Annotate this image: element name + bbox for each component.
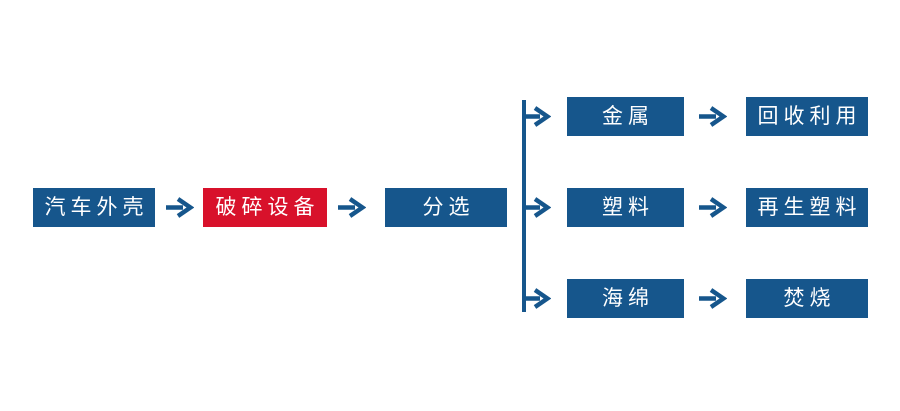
- node-crushing-equipment: 破碎设备: [203, 188, 327, 227]
- node-recycled-plastic: 再生塑料: [746, 188, 868, 227]
- node-recycling-use-label: 回收利用: [757, 105, 862, 128]
- node-sponge: 海绵: [567, 279, 684, 318]
- arrow-right-icon: [166, 197, 194, 218]
- node-metal: 金属: [567, 97, 684, 136]
- arrow-right-icon: [699, 288, 727, 309]
- arrow-right-icon: [523, 106, 551, 127]
- node-crushing-equipment-label: 破碎设备: [215, 196, 320, 219]
- node-incineration-label: 焚烧: [783, 287, 836, 310]
- node-plastic: 塑料: [567, 188, 684, 227]
- node-recycling-use: 回收利用: [746, 97, 868, 136]
- arrow-right-icon: [699, 197, 727, 218]
- node-car-shell-label: 汽车外壳: [44, 196, 149, 219]
- node-sorting-label: 分选: [422, 196, 475, 219]
- node-sorting: 分选: [385, 188, 507, 227]
- node-plastic-label: 塑料: [602, 196, 654, 219]
- arrow-right-icon: [338, 197, 366, 218]
- arrow-right-icon: [523, 288, 551, 309]
- arrow-right-icon: [523, 197, 551, 218]
- arrow-right-icon: [699, 106, 727, 127]
- node-metal-label: 金属: [602, 105, 654, 128]
- node-sponge-label: 海绵: [602, 287, 654, 310]
- node-car-shell: 汽车外壳: [33, 188, 155, 227]
- node-incineration: 焚烧: [746, 279, 868, 318]
- node-recycled-plastic-label: 再生塑料: [757, 196, 862, 219]
